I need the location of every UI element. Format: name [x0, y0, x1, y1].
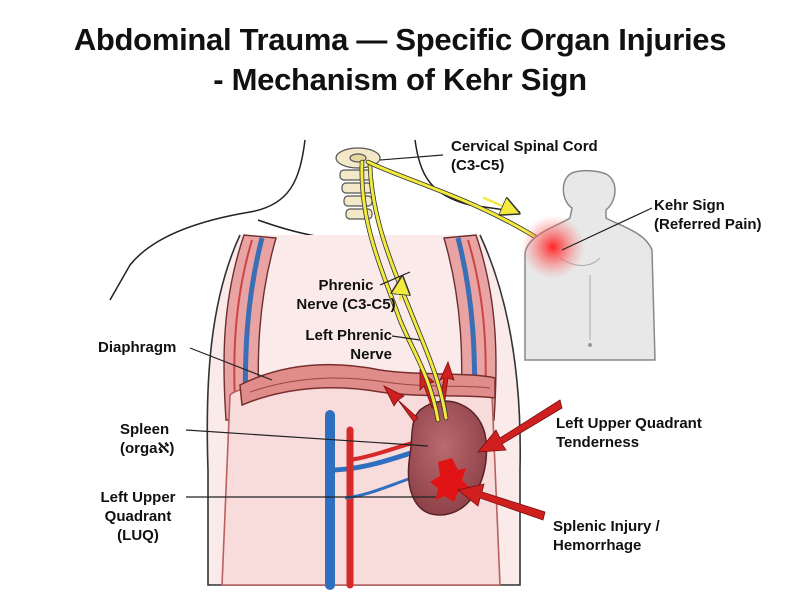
phrenic-nerve-label: Phrenic Nerve (C3-C5)	[286, 276, 406, 314]
cervical-label-line-2: (C3-C5)	[451, 157, 505, 174]
phrenic-label-line-1: Phrenic	[318, 277, 374, 294]
luq-label-line-2: Quadrant	[104, 508, 172, 525]
title-line-2: - Mechanism of Kehr Sign	[213, 62, 587, 97]
luq-label-line-1: Left Upper	[100, 489, 176, 506]
spleen	[407, 400, 488, 516]
phrenic-label-line-2: Nerve (C3-C5)	[296, 296, 396, 313]
title-line-1: Abdominal Trauma — Specific Organ Injuri…	[73, 22, 727, 57]
splenic-injury-line-2: Hemorrhage	[553, 537, 642, 554]
luq-tenderness-line-2: Tenderness	[556, 434, 640, 451]
cervical-label-line-1: Cervical Spinal Cord	[451, 138, 598, 155]
splenic-injury-label: Splenic Injury / Hemorrhage	[553, 517, 660, 555]
spleen-label: Spleen (orgaℵ)	[120, 420, 174, 458]
luq-label-line-3: (LUQ)	[117, 527, 159, 544]
left-phrenic-nerve-label: Left Phrenic Nerve	[280, 326, 392, 364]
luq-label: Left Upper Quadrant (LUQ)	[90, 488, 186, 545]
leader-lines	[185, 154, 653, 498]
red-arrows	[383, 360, 563, 521]
left-phrenic-label-line-2: Nerve	[350, 346, 392, 363]
spleen-label-line-2: (orgaℵ)	[120, 440, 175, 457]
luq-tenderness-line-1: Left Upper Quadrant	[556, 415, 702, 432]
kehr-sign-label: Kehr Sign (Referred Pain)	[654, 196, 762, 234]
pain-glow	[521, 215, 585, 279]
splenic-injury-line-1: Splenic Injury /	[553, 518, 660, 535]
kehr-label-line-1: Kehr Sign	[654, 197, 725, 214]
kehr-label-line-2: (Referred Pain)	[654, 216, 762, 233]
luq-tenderness-label: Left Upper Quadrant Tenderness	[556, 414, 702, 452]
diaphragm-label: Diaphragm	[98, 339, 177, 356]
human-figure	[521, 169, 656, 361]
phrenic-nerve-path	[359, 159, 551, 423]
spleen-label-line-1: Spleen	[120, 421, 170, 438]
left-phrenic-label-line-1: Left Phrenic	[305, 327, 392, 344]
cervical-spinal-cord-label: Cervical Spinal Cord (C3-C5)	[451, 137, 598, 175]
